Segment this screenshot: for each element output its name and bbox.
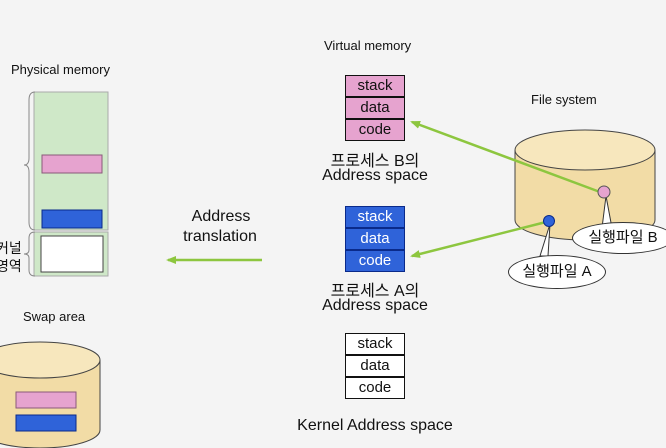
arrow-exec-b-to-process-b xyxy=(410,120,601,194)
swap-area-title: Swap area xyxy=(23,309,86,324)
swap-blue-page xyxy=(15,414,77,432)
physical-memory-blue-page xyxy=(41,209,103,229)
user-area-brace xyxy=(23,91,36,231)
physical-memory-kernel-page xyxy=(40,235,104,273)
process-b-caption-line1: 프로세스 B의 xyxy=(330,153,420,170)
process-b-stack-segment: stack xyxy=(345,75,405,97)
process-a-stack-segment: stack xyxy=(345,206,405,228)
address-translation-line1: Address xyxy=(191,208,251,225)
address-translation-line2: translation xyxy=(183,228,257,245)
kernel-code-segment: code xyxy=(345,377,405,399)
physical-memory-block xyxy=(23,91,109,277)
file-system-title: File system xyxy=(531,92,597,107)
kernel-address-space: stack data code xyxy=(345,333,405,399)
swap-pink-page xyxy=(15,391,77,409)
process-b-address-space: stack data code xyxy=(345,75,405,141)
swap-area-disk xyxy=(0,341,101,448)
exec-a-dot xyxy=(543,215,555,227)
process-b-caption-line2: Address space xyxy=(322,167,428,184)
virtual-memory-title: Virtual memory xyxy=(324,38,412,53)
exec-b-callout: 실행파일 B xyxy=(572,222,666,254)
exec-b-dot xyxy=(597,185,611,199)
kernel-stack-segment: stack xyxy=(345,333,405,355)
process-a-data-segment: data xyxy=(345,228,405,250)
kernel-area-brace xyxy=(23,231,36,277)
kernel-data-segment: data xyxy=(345,355,405,377)
process-a-code-segment: code xyxy=(345,250,405,272)
physical-memory-title: Physical memory xyxy=(11,62,110,77)
kernel-caption: Kernel Address space xyxy=(297,417,453,434)
process-a-caption-line1: 프로세스 A의 xyxy=(330,283,420,300)
process-b-code-segment: code xyxy=(345,119,405,141)
kernel-area-label-line1: 커널 xyxy=(0,240,22,256)
process-a-address-space: stack data code xyxy=(345,206,405,272)
arrow-exec-a-to-process-a xyxy=(410,220,547,258)
process-b-data-segment: data xyxy=(345,97,405,119)
process-a-caption-line2: Address space xyxy=(322,297,428,314)
physical-memory-pink-page xyxy=(41,154,103,174)
kernel-area-label-line2: 영역 xyxy=(0,258,22,274)
exec-a-callout: 실행파일 A xyxy=(508,255,606,289)
